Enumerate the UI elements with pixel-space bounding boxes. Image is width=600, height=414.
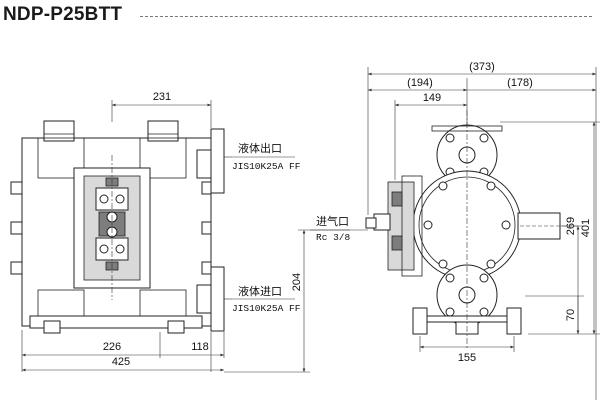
dim-bottom-right: 118 [191, 341, 209, 353]
dim-top-width: 231 [153, 91, 171, 103]
dim-bottom-left: 226 [103, 341, 121, 353]
dim-right-depth: (178) [507, 77, 533, 89]
dim-base-width: 155 [458, 352, 476, 364]
dim-air-height: 269 [565, 217, 577, 235]
top-manifold-right [147, 120, 179, 142]
dim-left-depth: (194) [407, 77, 433, 89]
top-manifold-left [43, 120, 75, 142]
air-inlet-spec: Rc 3/8 [316, 232, 351, 243]
inlet-label: 液体进口 [238, 284, 282, 298]
title-divider [140, 16, 592, 17]
base-plate [29, 315, 203, 329]
dim-overall-height: 401 [580, 219, 592, 237]
dim-inlet-height: 70 [565, 309, 577, 321]
outlet-label: 液体出口 [238, 141, 282, 155]
inlet-spec: JIS10K25A FF [232, 303, 301, 314]
side-view: (373) (194) (178) 149 [365, 61, 600, 400]
air-inlet-label: 进气口 [316, 214, 349, 228]
air-valve-block [365, 175, 423, 277]
left-bolt-stubs [10, 181, 212, 275]
model-title: NDP-P25BTT [3, 4, 123, 25]
dim-outlet-height: 204 [291, 273, 303, 291]
outlet-spec: JIS10K25A FF [232, 161, 301, 172]
dim-overall-width: 425 [112, 356, 130, 368]
dim-center-offset: 149 [423, 92, 441, 104]
dim-overall-depth: (373) [469, 61, 495, 73]
front-view: 231 226 118 425 液体出口 JIS10K25A FF 液体进口 J… [10, 91, 368, 373]
outlet-flange [196, 128, 225, 194]
side-body-bolts [423, 181, 511, 269]
title-bar: NDP-P25BTT [0, 0, 600, 30]
